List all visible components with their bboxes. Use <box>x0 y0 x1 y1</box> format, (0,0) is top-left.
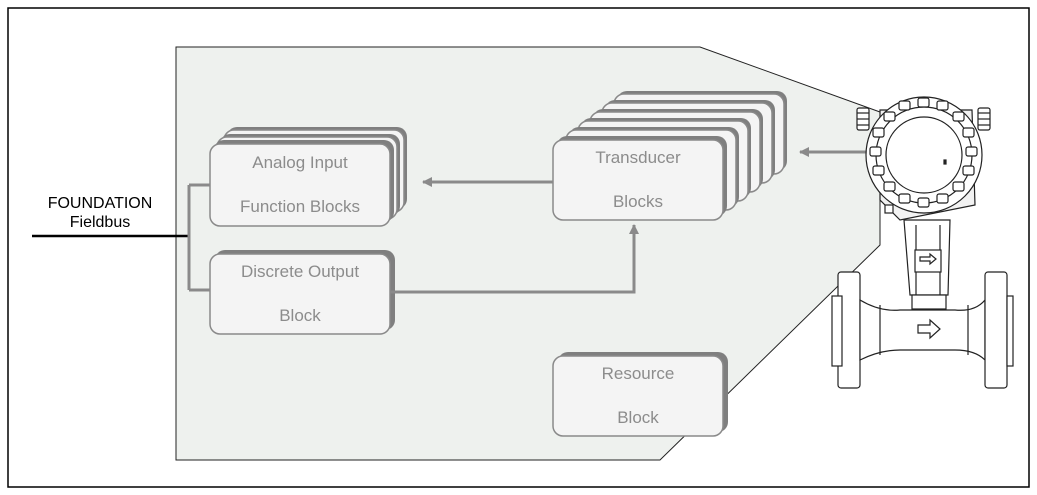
discrete-to-transducer-arrow <box>390 224 639 294</box>
discrete-output-block: Discrete Output Block <box>210 254 390 334</box>
transducer-block-stack <box>552 91 787 221</box>
discrete-output-label-line1: Discrete Output <box>240 262 360 281</box>
resource-label-line2: Block <box>617 408 659 427</box>
discrete-output-label-line2: Block <box>279 306 321 325</box>
resource-label-line1: Resource <box>601 364 675 383</box>
resource-block-shape <box>552 352 728 437</box>
fieldbus-label-line1: FOUNDATION <box>47 195 153 212</box>
transducer-label-line2: Blocks <box>612 192 664 211</box>
analog-input-block: Analog Input Function Blocks <box>210 144 390 226</box>
flowmeter-illustration <box>831 96 1014 389</box>
fieldbus-label-line2: Fieldbus <box>69 214 131 231</box>
analog-input-label-line2: Function Blocks <box>240 197 360 216</box>
resource-block: Resource Block <box>553 356 723 436</box>
analog-input-block-stack <box>209 127 407 227</box>
discrete-output-block-shape <box>209 250 395 335</box>
fieldbus-label: FOUNDATION Fieldbus <box>24 194 176 232</box>
transducer-label-line1: Transducer <box>595 148 681 167</box>
transducer-block: Transducer Blocks <box>553 140 723 220</box>
fieldbus-bus-line <box>32 183 211 292</box>
analog-input-label-line1: Analog Input <box>252 153 348 172</box>
